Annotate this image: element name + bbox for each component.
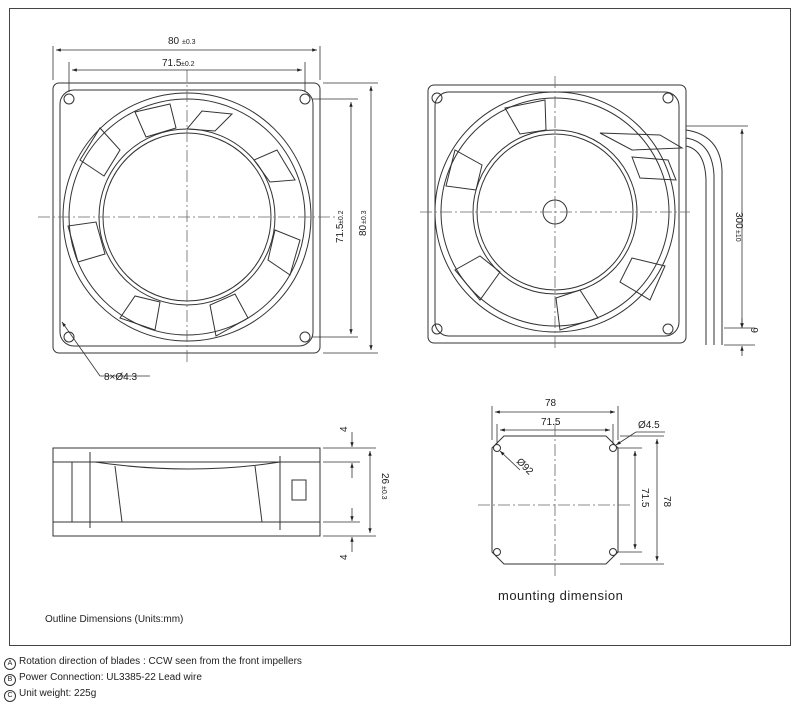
dim-mount-outer-w: 78 [545,398,557,409]
front-view [38,70,336,362]
dim-top-outer-tol: ±0.3 [182,39,196,46]
rear-view-dimensions [686,125,755,356]
dim-side-height: 26 [379,473,390,485]
mounting-view [478,424,630,578]
front-view-dimensions [52,46,378,377]
outline-caption: Outline Dimensions (Units:mm) [45,614,184,625]
dim-mount-hole: Ø4.5 [638,420,660,431]
dim-top-inner-tol: ±0.2 [181,61,195,68]
dim-right-outer-tol: ±0.3 [361,210,368,224]
side-view-dimension-labels: 4 26 ±0.3 4 [339,426,390,560]
note-text: Unit weight: 225g [19,688,97,699]
dim-side-height-tol: ±0.3 [380,486,387,500]
mounting-holes [493,444,617,556]
dim-right-outer: 80 [358,224,369,236]
dim-holes: 8×Ø4.3 [104,372,138,383]
dim-lead-strip: 6 [750,327,761,333]
dim-side-bottom: 4 [339,554,350,560]
rear-view-holes [431,92,674,335]
note-text: Rotation direction of blades : CCW seen … [19,656,302,667]
dim-right-inner: 71.5 [335,223,346,243]
note-mark: C [4,690,16,702]
front-view-holes [63,93,311,343]
lead-wires [685,129,723,345]
dim-mount-inner-w: 71.5 [541,417,561,428]
mounting-dimensions [491,406,665,565]
note-mark: B [4,674,16,686]
dim-lead-length: 300 [733,212,744,229]
dim-lead-length-tol: ±10 [734,230,741,242]
dim-mount-outer-h: 78 [661,496,672,508]
side-view-dimensions [323,432,376,552]
dim-mount-inner-h: 71.5 [639,488,650,508]
dim-side-top: 4 [339,426,350,432]
side-view [52,447,321,537]
mounting-dimension-labels: 78 71.5 Ø4.5 Ø92 71.5 78 mounting dimens… [498,398,672,603]
drawing-border [9,8,791,646]
dim-right-inner-tol: ±0.2 [338,210,345,224]
rear-view-dimension-labels: 300 ±10 6 [733,212,761,333]
mounting-label: mounting dimension [498,588,623,603]
rear-view [420,76,723,350]
note-mark: A [4,658,16,670]
note-text: Power Connection: UL3385-22 Lead wire [19,672,202,683]
rear-view-spokes [445,99,684,331]
dim-top-inner: 71.5 [162,58,182,69]
dim-top-outer: 80 [168,36,180,47]
front-view-dimension-labels: 80 ±0.3 71.5 ±0.2 71.5 ±0.2 80 ±0.3 8×Ø4… [104,36,369,383]
front-view-blades [67,103,301,337]
